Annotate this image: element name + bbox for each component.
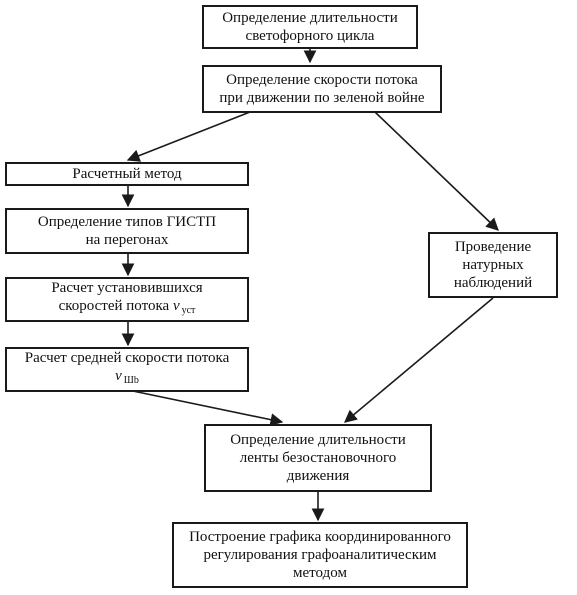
steady-speed-symbol: v (172, 298, 180, 314)
box-field-observations: Проведение натурных наблюдений (428, 232, 558, 298)
arrow-avg-to-band (127, 389, 284, 426)
arrow-speed-to-observ (374, 111, 499, 231)
box-flow-speed-line1: Определение скорости потока (226, 72, 418, 88)
box-band-duration: Определение длительности ленты безостано… (204, 424, 432, 492)
arrow-speed-to-calc (126, 111, 251, 162)
box-flow-speed: Определение скорости потока при движении… (202, 65, 442, 113)
box-band-line2: ленты безостановочного (239, 450, 397, 466)
box-calc-method: Расчетный метод (5, 162, 249, 186)
box-graph-line3: методом (293, 565, 347, 581)
box-observ-line1: Проведение (454, 239, 532, 255)
box-types-line1: Определение типов ГИСТП (37, 214, 217, 230)
box-gistp-types: Определение типов ГИСТП на перегонах (5, 208, 249, 254)
box-avg-line1: Расчет средней скорости потока (24, 350, 230, 366)
box-cycle-line1: Определение длительности (222, 10, 398, 26)
box-observ-line3: наблюдений (453, 275, 533, 291)
avg-speed-symbol: v (115, 368, 122, 384)
steady-speed-subscript: уст (181, 305, 196, 316)
box-band-line1: Определение длительности (230, 432, 406, 448)
avg-speed-subscript: Шb (123, 375, 139, 386)
box-band-line3: движения (286, 468, 350, 484)
box-cycle-line2: светофорного цикла (245, 28, 375, 44)
box-graph-line2: регулирования графоаналитическим (203, 547, 437, 563)
box-steady-speeds: Расчет установившихся скоростей потока v… (5, 277, 249, 322)
box-cycle-duration: Определение длительности светофорного ци… (202, 5, 418, 49)
box-observ-line2: натурных (462, 257, 524, 273)
box-steady-line1: Расчет установившихся (51, 280, 203, 296)
arrow-observ-to-band (344, 297, 494, 423)
box-types-line2: на перегонах (85, 232, 169, 248)
box-coordination-graph: Построение графика координированного рег… (172, 522, 468, 588)
box-calc-method-line1: Расчетный метод (72, 166, 182, 182)
box-flow-speed-line2: при движении по зеленой войне (219, 90, 425, 106)
box-steady-line2: скоростей потока (58, 298, 173, 314)
box-graph-line1: Построение графика координированного (189, 529, 451, 545)
